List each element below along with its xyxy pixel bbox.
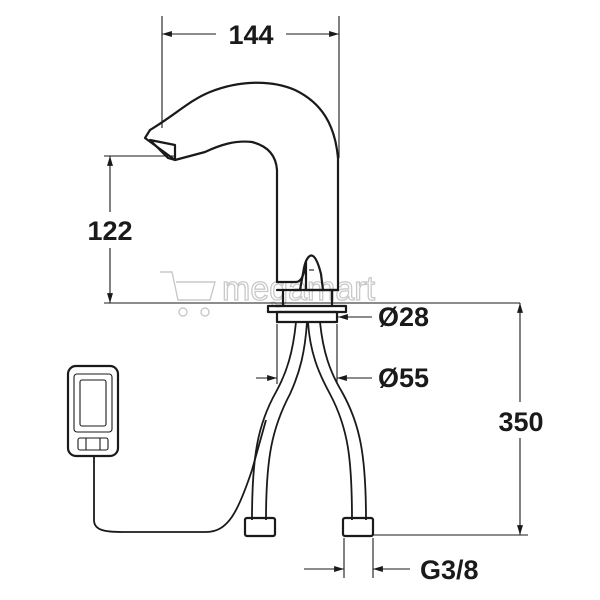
sensor-control-box (66, 364, 120, 458)
dimension-connection: G3/8 (304, 538, 479, 585)
connection-size-label: G3/8 (420, 555, 479, 585)
cart-logo-icon (160, 271, 216, 317)
spout-nozzle (148, 138, 177, 162)
left-hose-fitting (243, 516, 277, 538)
width-dimension-label: 144 (228, 20, 273, 50)
lever-handle (298, 254, 325, 292)
base-ring (275, 310, 339, 324)
dimension-spout-height: 122 (76, 155, 520, 304)
dimension-width: 144 (161, 16, 340, 158)
total-height-dimension-label: 350 (498, 407, 543, 437)
dimension-total-height: 350 (372, 303, 554, 536)
right-hose-fitting (341, 516, 375, 538)
right-hose (307, 321, 353, 521)
left-hose (251, 321, 297, 521)
spout-height-dimension-label: 122 (87, 216, 132, 246)
supply-hoses (243, 321, 375, 538)
dimension-base-diameter: Ø55 (256, 324, 429, 393)
body-diameter-label: Ø28 (378, 302, 429, 332)
base-diameter-label: Ø55 (378, 363, 429, 393)
dimension-body-diameter: Ø28 (338, 302, 429, 332)
sensor-cable (93, 419, 267, 533)
spout-body (143, 81, 340, 292)
